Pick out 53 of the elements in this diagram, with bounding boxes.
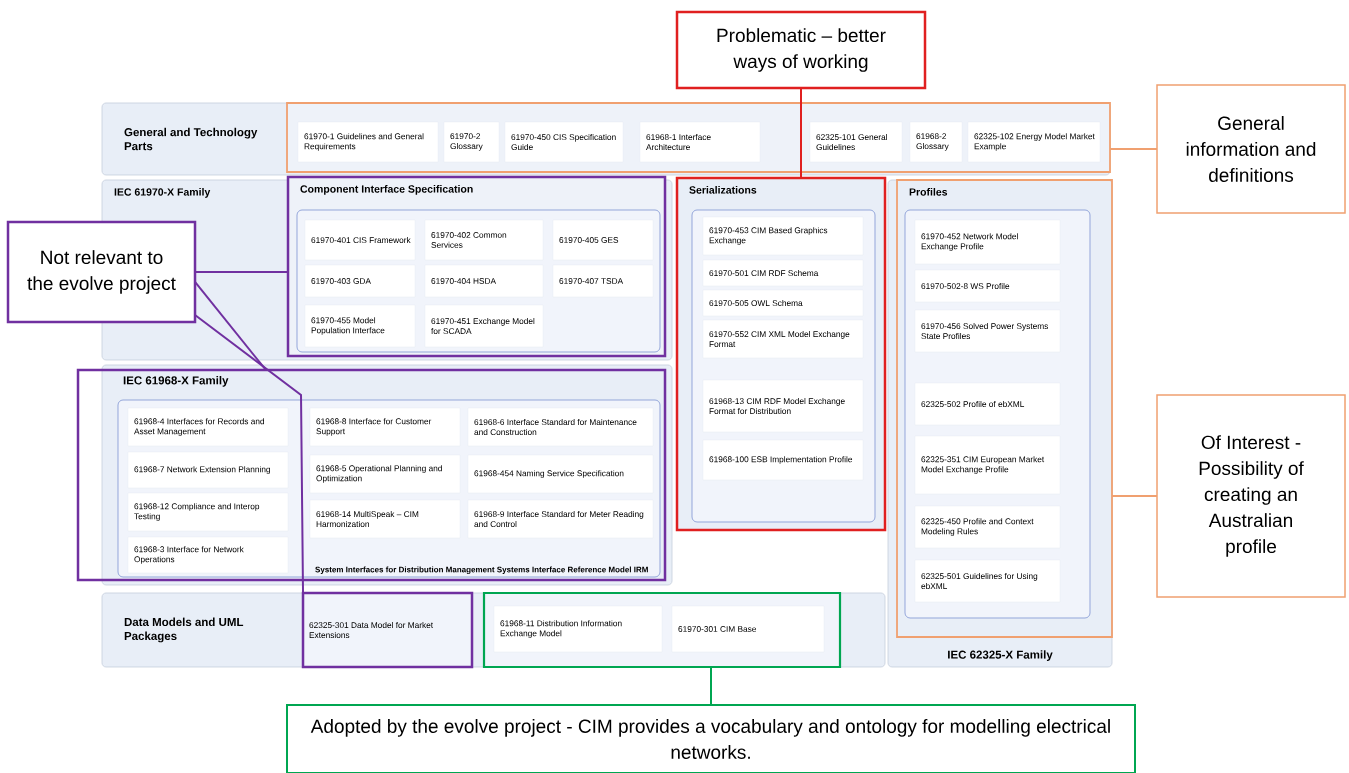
standard-box: 61970-552 CIM XML Model Exchange Format (702, 319, 864, 359)
standard-box: 61968-2 Glossary (909, 121, 963, 163)
callout-box: Adopted by the evolve project - CIM provides a vocabulary and ontology for modelling electrical networks. (286, 704, 1136, 773)
callout-box: Not relevant to the evolve project (6, 220, 197, 324)
standard-box: 61968-4 Interfaces for Records and Asset Management (127, 407, 289, 447)
callout-box: Problematic – better ways of working (675, 10, 927, 90)
standard-box: 62325-502 Profile of ebXML (914, 382, 1061, 426)
standard-box: 61968-3 Interface for Network Operations (127, 536, 289, 574)
standard-box: 61970-505 OWL Schema (702, 289, 864, 317)
standard-box: 61968-7 Network Extension Planning (127, 451, 289, 489)
standard-box: 61970-405 GES (552, 219, 654, 261)
standard-box: 61970-452 Network Model Exchange Profile (914, 219, 1061, 265)
standard-box: 61968-14 MultiSpeak – CIM Harmonization (309, 499, 461, 539)
standard-box: 62325-101 General Guidelines (809, 121, 903, 163)
standard-box: 61970-407 TSDA (552, 264, 654, 298)
leader-line (194, 281, 267, 371)
standard-box: 61970-501 CIM RDF Schema (702, 259, 864, 287)
standard-box: 62325-351 CIM European Market Model Exchange Profile (914, 435, 1061, 495)
standard-box: 62325-501 Guidelines for Using ebXML (914, 559, 1061, 603)
standard-box: 62325-450 Profile and Context Modeling Rules (914, 505, 1061, 549)
standard-box: 61968-1 Interface Architecture (639, 121, 761, 163)
leader-line (800, 87, 802, 179)
callout-box: Of Interest - Possibility of creating an Australian profile (1156, 394, 1346, 598)
standard-box: 61970-403 GDA (304, 264, 416, 298)
standard-box: 61970-455 Model Population Interface (304, 304, 416, 348)
standard-box: 61970-450 CIS Specification Guide (504, 121, 624, 163)
standard-box: 62325-102 Energy Model Market Example (967, 121, 1101, 163)
standard-box: 61970-451 Exchange Model for SCADA (424, 304, 544, 348)
callout-box: General information and definitions (1156, 84, 1346, 214)
standard-box: 61968-6 Interface Standard for Maintenance and Construction (467, 407, 654, 447)
highlight-box: 62325-301 Data Model for Market Extensions (301, 591, 474, 669)
standard-box: 61968-13 CIM RDF Model Exchange Format for Distribution (702, 379, 864, 433)
standard-box: 61968-5 Operational Planning and Optimization (309, 454, 461, 494)
standard-box: 61968-100 ESB Implementation Profile (702, 439, 864, 481)
standard-box: 61970-456 Solved Power Systems State Profiles (914, 309, 1061, 353)
standard-box: 61970-502-8 WS Profile (914, 269, 1061, 303)
leader-line (1109, 148, 1158, 150)
leader-line (710, 666, 712, 706)
standard-box: 61968-11 Distribution Information Exchange Model (493, 605, 663, 653)
standard-box: 61970-1 Guidelines and General Requirements (297, 121, 439, 163)
standard-box: 61968-8 Interface for Customer Support (309, 407, 461, 447)
standard-box: 61970-2 Glossary (443, 121, 500, 163)
leader-line (1111, 495, 1158, 497)
standard-box: 61970-401 CIS Framework (304, 219, 416, 261)
leader-line (194, 314, 304, 594)
standard-box: 61968-9 Interface Standard for Meter Reading and Control (467, 499, 654, 539)
standard-box: 61970-453 CIM Based Graphics Exchange (702, 216, 864, 256)
standard-box: 61970-301 CIM Base (671, 605, 825, 653)
standard-box: 61968-454 Naming Service Specification (467, 454, 654, 494)
standard-box: 61968-12 Compliance and Interop Testing (127, 492, 289, 532)
standard-box: 61970-402 Common Services (424, 219, 544, 261)
standard-box: 61970-404 HSDA (424, 264, 544, 298)
leader-line (194, 271, 289, 273)
